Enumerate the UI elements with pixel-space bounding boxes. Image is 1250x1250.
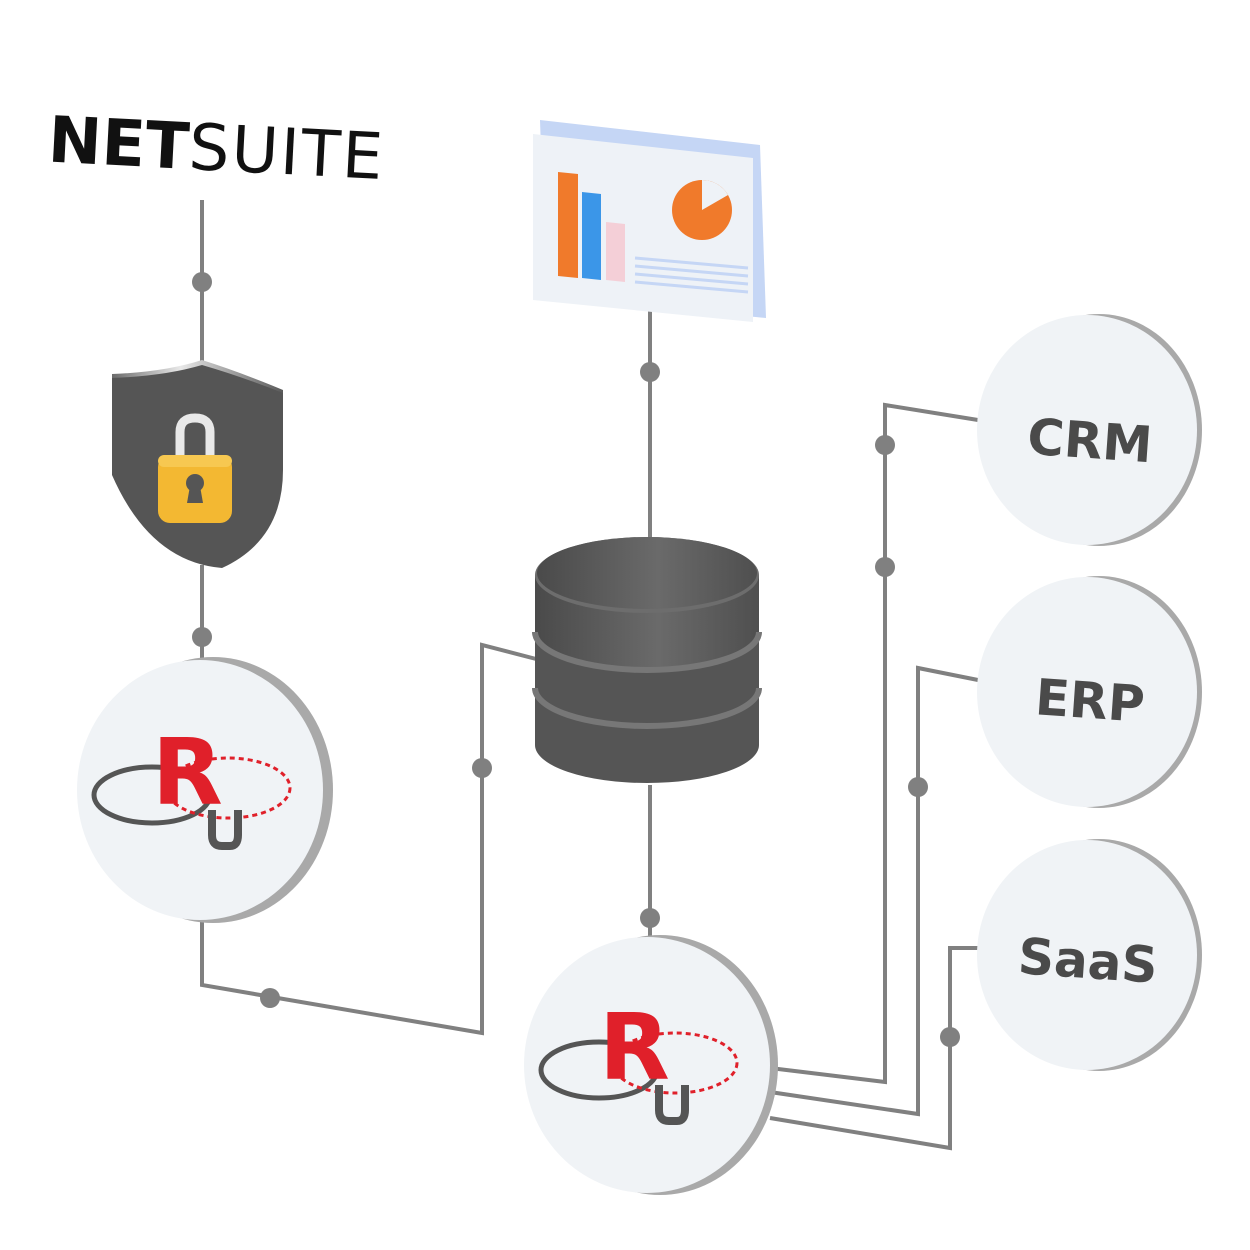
crm-node: CRM: [977, 314, 1202, 546]
rj-to-saas-line: [769, 946, 978, 1151]
rjdbc-node-center: R: [524, 935, 778, 1195]
svg-text:R: R: [152, 719, 223, 826]
saas-node: SaaS: [977, 839, 1202, 1071]
chart-bar-pink: [606, 222, 625, 282]
chart-bar-blue: [582, 192, 601, 280]
rjdbc-node-left: R: [77, 657, 333, 923]
netsuite-logo: NETSUITE: [46, 104, 386, 196]
chart-bar-orange: [558, 172, 578, 278]
connector-dot: [192, 627, 212, 647]
connector-dots: [192, 272, 960, 1047]
connector-lines: [200, 200, 979, 1151]
database-icon: [532, 537, 762, 783]
rj-to-crm-line: [769, 402, 979, 1085]
svg-text:NETSUITE: NETSUITE: [46, 104, 386, 196]
connector-dot: [908, 777, 928, 797]
rj-to-erp-line: [769, 665, 979, 1117]
saas-label: SaaS: [1016, 927, 1159, 995]
logo-bold-text: NET: [46, 104, 191, 185]
connector-dot: [940, 1027, 960, 1047]
connector-dot: [260, 988, 280, 1008]
logo-regular-text: SUITE: [187, 111, 386, 195]
connector-dot: [192, 272, 212, 292]
crm-label: CRM: [1026, 408, 1155, 475]
connector-dot: [640, 362, 660, 382]
connector-dot: [640, 908, 660, 928]
connector-dot: [472, 758, 492, 778]
rjdbc-logo: R: [538, 994, 739, 1125]
rjdbc-logo: R: [91, 719, 292, 850]
connector-dot: [875, 435, 895, 455]
chart-pie: [672, 180, 732, 240]
svg-text:R: R: [599, 994, 670, 1101]
shield-lock-icon: [112, 360, 283, 568]
connector-dot: [875, 557, 895, 577]
erp-node: ERP: [977, 576, 1202, 808]
rj-left-to-db-line: [200, 642, 541, 1036]
erp-label: ERP: [1033, 668, 1146, 733]
report-dashboard-icon: [533, 120, 766, 322]
